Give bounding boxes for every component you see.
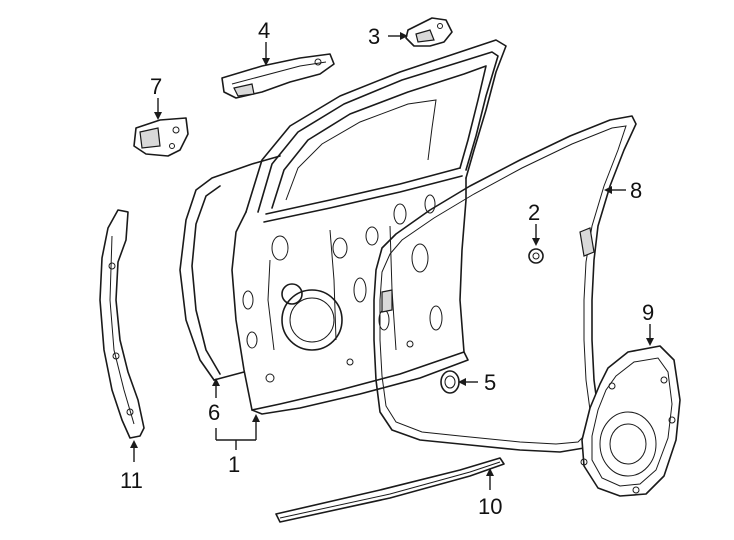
part-5-plug: [440, 370, 460, 394]
part-6-outer-panel: [179, 155, 281, 381]
callout-6: 6: [208, 400, 220, 425]
callout-1: 1: [228, 452, 240, 477]
callout-7: 7: [150, 74, 162, 99]
callout-5: 5: [484, 370, 496, 395]
part-9-watershield: [580, 345, 681, 497]
part-1-door-shell: [231, 39, 507, 415]
callout-10: 10: [478, 494, 502, 519]
leader-lines: [130, 32, 654, 490]
callout-9: 9: [642, 300, 654, 325]
callout-8: 8: [630, 178, 642, 203]
callout-4: 4: [258, 18, 270, 43]
part-2-clip: [528, 248, 544, 264]
callout-11: 11: [120, 468, 143, 493]
callout-3: 3: [368, 24, 380, 49]
part-3-hinge: [405, 17, 453, 47]
part-10-strip: [275, 457, 505, 523]
part-7-bracket: [133, 117, 189, 157]
part-11-pillar-trim: [99, 209, 145, 439]
part-8-weatherstrip: [373, 115, 637, 453]
callout-2: 2: [528, 200, 540, 225]
part-4-reinforcement: [221, 53, 335, 99]
